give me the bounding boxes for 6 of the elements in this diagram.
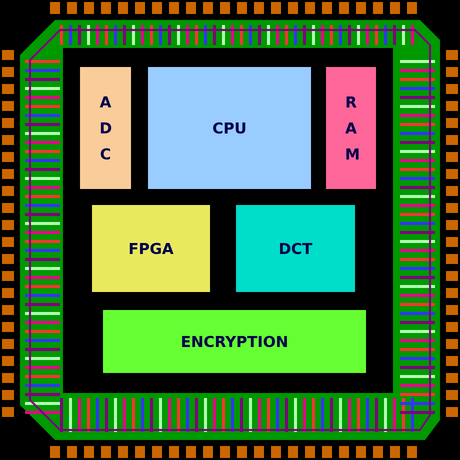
block: ENCRYPTION (103, 310, 366, 373)
block: R A M (326, 67, 376, 189)
block: CPU (148, 67, 311, 189)
block: A D C (80, 67, 131, 189)
block: FPGA (92, 205, 210, 292)
block: DCT (236, 205, 355, 292)
